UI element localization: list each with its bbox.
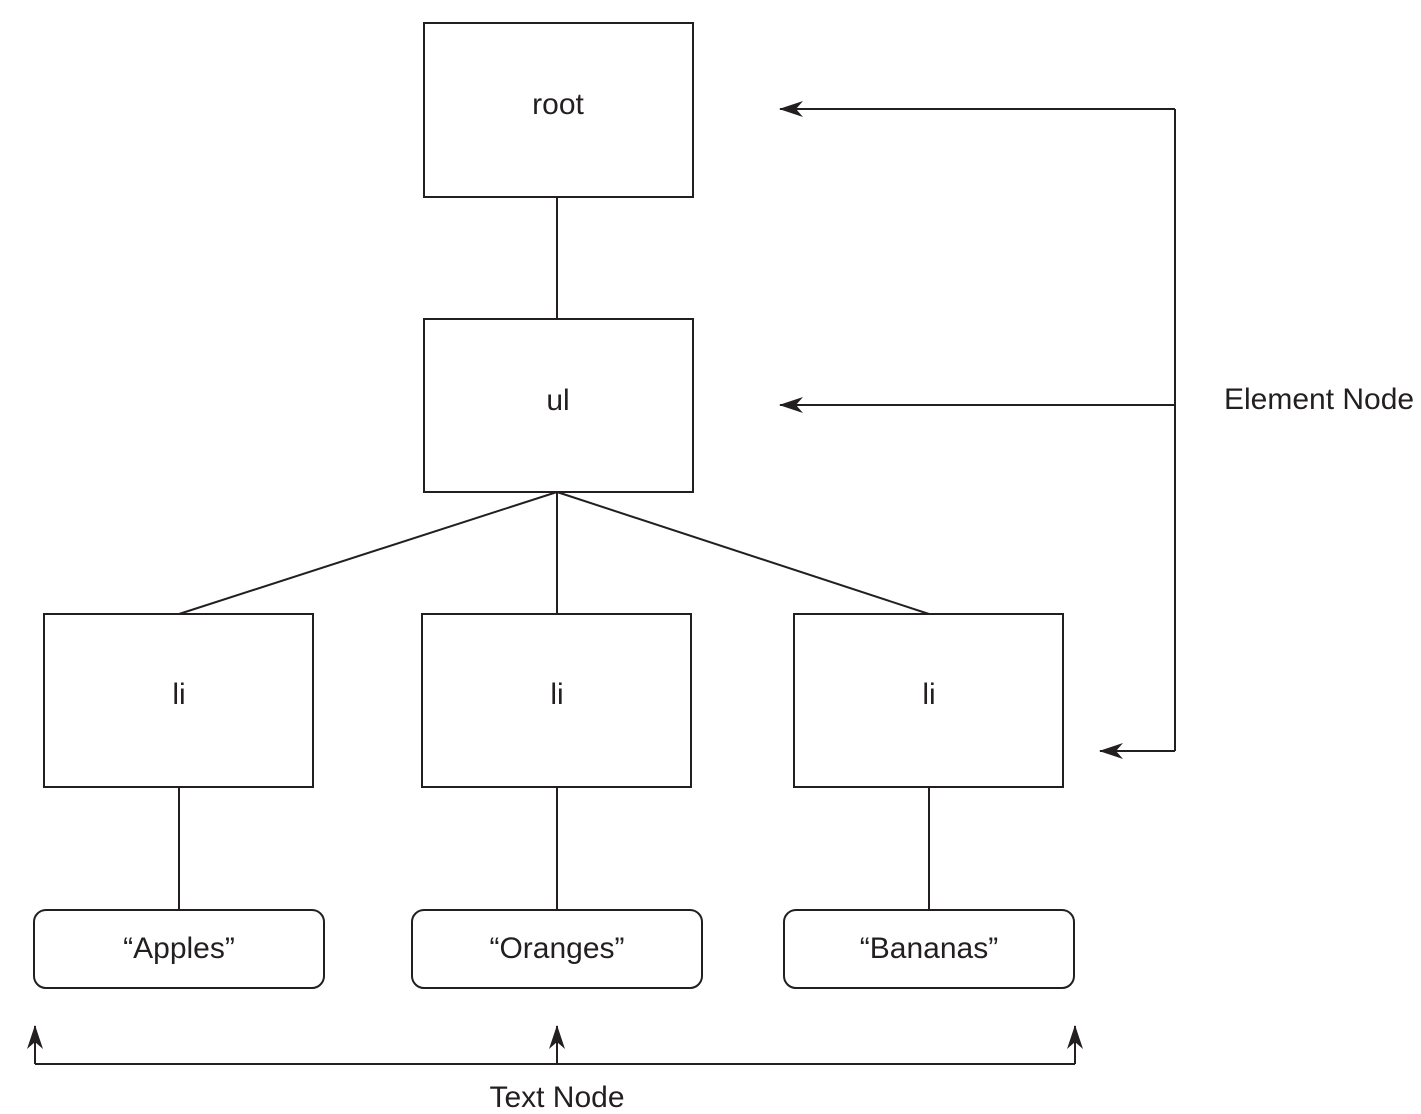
node-root-box	[423, 22, 694, 198]
node-text-3-label: “Bananas”	[860, 932, 998, 965]
node-text-1-box	[33, 909, 325, 989]
edge-ul-li-3	[556, 491, 930, 615]
node-li-1-box	[43, 613, 314, 788]
node-li-3-box	[793, 613, 1064, 788]
node-text-1-label: “Apples”	[123, 932, 235, 965]
node-li-2-label: li	[550, 678, 563, 711]
text-node-label: Text Node	[489, 1081, 624, 1114]
node-ul-label: ul	[546, 384, 569, 417]
node-root-label: root	[532, 88, 584, 121]
node-li-3-label: li	[922, 678, 935, 711]
edge-ul-li-1	[178, 491, 558, 615]
node-text-3-box	[783, 909, 1075, 989]
element-node-label: Element Node	[1224, 383, 1414, 416]
node-text-2-box	[411, 909, 703, 989]
node-text-2-label: “Oranges”	[489, 932, 624, 965]
node-li-2-box	[421, 613, 692, 788]
node-li-1-label: li	[172, 678, 185, 711]
node-ul-box	[423, 318, 694, 493]
